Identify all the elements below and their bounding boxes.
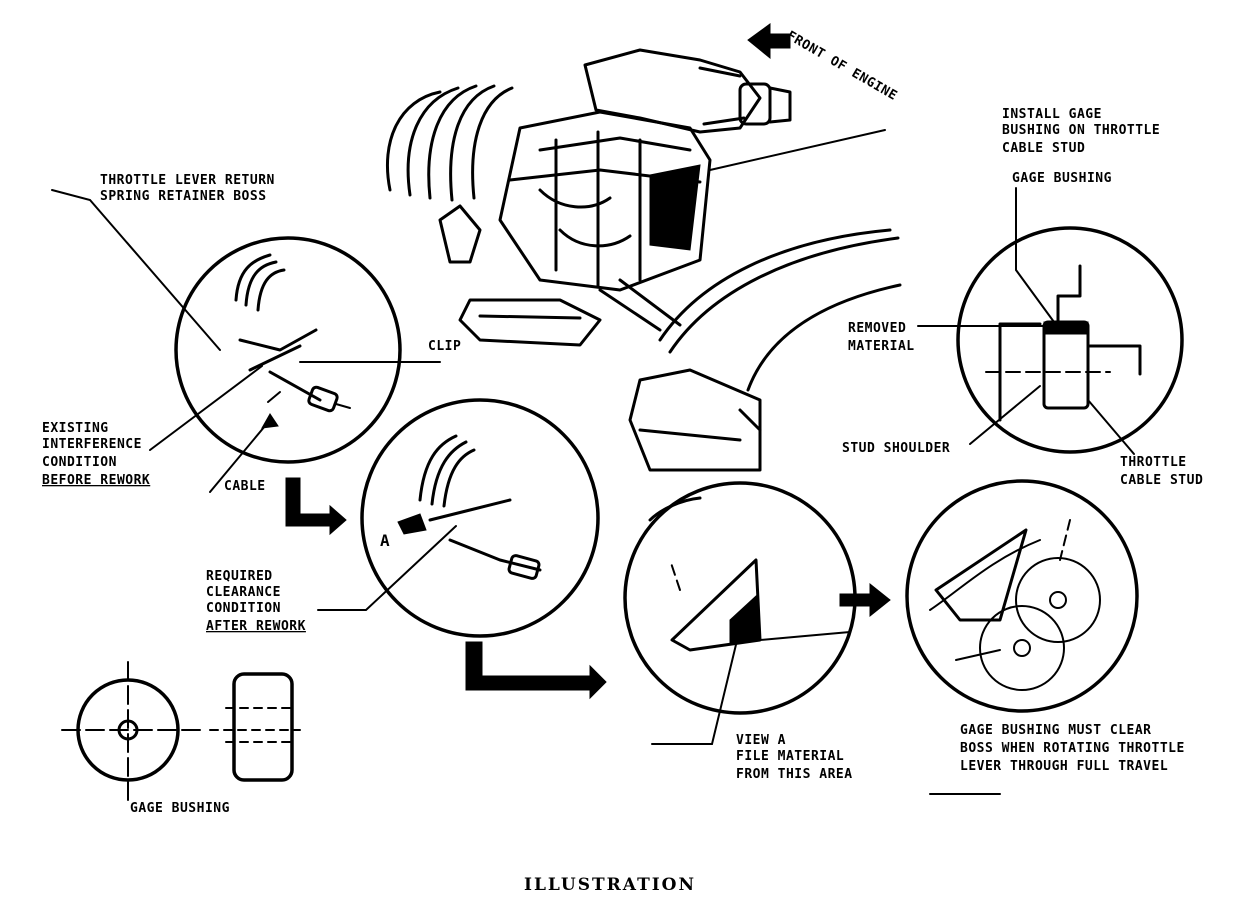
view-a-marker: A: [380, 531, 390, 550]
return-spring-label-2: SPRING RETAINER BOSS: [100, 189, 267, 204]
existing-interference-view: [174, 236, 402, 464]
required-label-2: CLEARANCE: [206, 585, 281, 600]
gage-bushing-top-label: GAGE BUSHING: [1012, 171, 1112, 186]
gage-bushing-travel-view: [905, 479, 1139, 713]
required-leader: [317, 525, 457, 611]
removed-label-1: REMOVED: [848, 321, 906, 336]
install-label-3: CABLE STUD: [1002, 141, 1085, 156]
view-a-detail: [623, 481, 857, 715]
gage-bushing-bottom-label: GAGE BUSHING: [130, 801, 230, 816]
install-label-1: INSTALL GAGE: [1002, 107, 1102, 122]
required-clearance-view: [360, 398, 600, 638]
gage-bushing-leader-top: [1015, 187, 1055, 323]
cable-label: CABLE: [224, 479, 266, 494]
existing-label-3: CONDITION: [42, 455, 117, 470]
existing-label-2: INTERFERENCE: [42, 437, 142, 452]
view-a-label-3: FROM THIS AREA: [736, 767, 853, 782]
required-label-3: CONDITION: [206, 601, 281, 616]
existing-label-1: EXISTING: [42, 421, 109, 436]
throttle-stud-leader: [1087, 399, 1135, 455]
front-of-engine-label: FRONT OF ENGINE: [784, 28, 900, 103]
return-spring-leader: [51, 189, 221, 351]
cable-stud-detail: [956, 226, 1184, 454]
existing-leader: [149, 365, 263, 451]
stud-shoulder-leader: [969, 385, 1041, 445]
existing-label-4: BEFORE REWORK: [42, 473, 150, 488]
required-label-4: AFTER REWORK: [206, 619, 306, 634]
throttle-stud-label-1: THROTTLE: [1120, 455, 1187, 470]
file-material-arrow: [731, 620, 749, 641]
view-a-label-2: FILE MATERIAL: [736, 749, 844, 764]
must-clear-label-1: GAGE BUSHING MUST CLEAR: [960, 723, 1152, 738]
cable-leader: [209, 419, 271, 493]
removed-label-2: MATERIAL: [848, 339, 915, 354]
gage-bushing-drawing: [61, 661, 301, 801]
throttle-stud-label-2: CABLE STUD: [1120, 473, 1203, 488]
cable-leader-arrow: [261, 413, 279, 429]
step-arrow-2: [465, 641, 607, 700]
step-arrow-1: [285, 477, 347, 536]
return-spring-label-1: THROTTLE LEVER RETURN: [100, 173, 275, 188]
view-a-label-1: VIEW A: [736, 733, 786, 748]
clip-label: CLIP: [428, 339, 461, 354]
stud-shoulder-label: STUD SHOULDER: [842, 441, 950, 456]
must-clear-label-3: LEVER THROUGH FULL TRAVEL: [960, 759, 1168, 774]
illustration-caption: ILLUSTRATION: [524, 875, 696, 895]
required-label-1: REQUIRED: [206, 569, 273, 584]
step-arrow-3: [839, 582, 891, 618]
engine-assembly-drawing: [385, 23, 902, 472]
must-clear-label-2: BOSS WHEN ROTATING THROTTLE: [960, 741, 1185, 756]
install-label-2: BUSHING ON THROTTLE: [1002, 123, 1160, 138]
file-material-leader: [651, 627, 741, 745]
